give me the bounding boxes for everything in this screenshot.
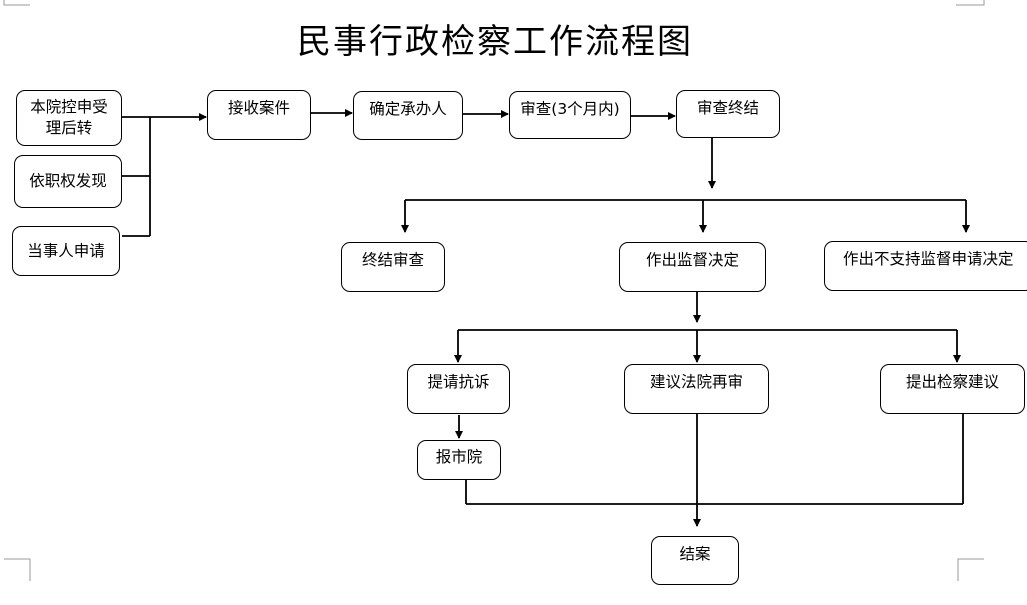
node-source-party: 当事人申请 [12, 226, 120, 276]
corner-mark-top-left [3, 0, 30, 6]
node-protest-request: 提请抗诉 [407, 364, 510, 414]
node-label: 提出检察建议 [905, 373, 999, 391]
node-label: 作出不支持监督申请决定 [843, 250, 1014, 268]
node-receive-case: 接收案件 [207, 90, 311, 140]
node-label: 本院控申受理后转 [30, 98, 108, 137]
node-review-end: 审查终结 [676, 90, 780, 138]
page-title: 民事行政检察工作流程图 [297, 22, 693, 62]
node-label: 作出监督决定 [645, 251, 739, 269]
node-close-case: 结案 [651, 536, 739, 585]
node-label: 接收案件 [227, 99, 290, 117]
node-terminate-review: 终结审查 [341, 242, 445, 292]
node-supervision-decision: 作出监督决定 [619, 242, 766, 292]
node-report-city: 报市院 [417, 440, 501, 480]
node-label: 终结审查 [361, 251, 424, 269]
node-review: 审查(3个月内) [509, 91, 631, 139]
node-label: 报市院 [435, 448, 483, 466]
node-label: 依职权发现 [29, 172, 107, 190]
node-label: 结案 [679, 545, 711, 563]
node-no-support-decision: 作出不支持监督申请决定 [824, 241, 1027, 291]
node-label: 建议法院再审 [649, 373, 743, 391]
corner-mark-bottom-left [4, 558, 31, 581]
node-label: 提请抗诉 [427, 373, 490, 391]
node-label: 审查终结 [696, 99, 759, 117]
corner-mark-bottom-right [957, 558, 984, 581]
node-label: 审查(3个月内) [520, 100, 620, 118]
node-source-ex-officio: 依职权发现 [14, 155, 122, 208]
node-source-court: 本院控申受理后转 [16, 90, 122, 146]
node-label: 当事人申请 [27, 241, 105, 260]
node-assign-handler: 确定承办人 [353, 91, 463, 140]
node-retrial-suggestion: 建议法院再审 [624, 364, 769, 414]
node-procuratorial-suggestion: 提出检察建议 [880, 364, 1025, 414]
node-label: 确定承办人 [369, 100, 447, 118]
corner-mark-top-right [956, 0, 985, 6]
